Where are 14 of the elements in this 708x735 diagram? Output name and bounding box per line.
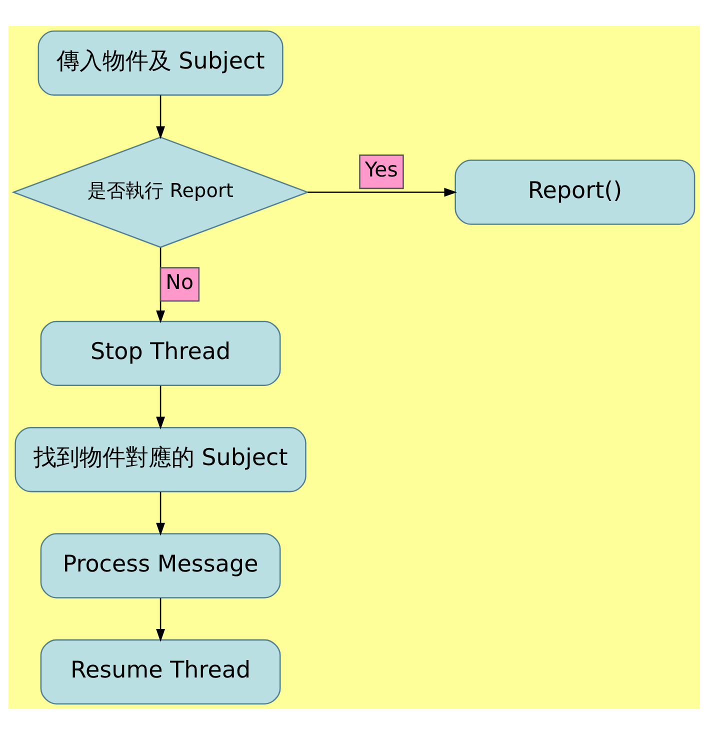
node-diamond: 是否執行 Report: [12, 136, 310, 248]
node-box: Stop Thread: [40, 320, 281, 386]
arrow: [156, 598, 166, 642]
node-box: Resume Thread: [40, 639, 281, 705]
edge-label: No: [166, 270, 194, 294]
arrow: [156, 386, 166, 430]
arrow: [156, 492, 166, 536]
node-box: Process Message: [40, 533, 281, 598]
node-box: 找到物件對應的 Subject: [14, 426, 306, 492]
node-box: Report(): [454, 160, 696, 225]
arrow: [308, 188, 458, 197]
arrow: [156, 95, 166, 140]
node-box: 傳入物件及 Subject: [38, 30, 284, 96]
edge-label: Yes: [364, 158, 398, 182]
